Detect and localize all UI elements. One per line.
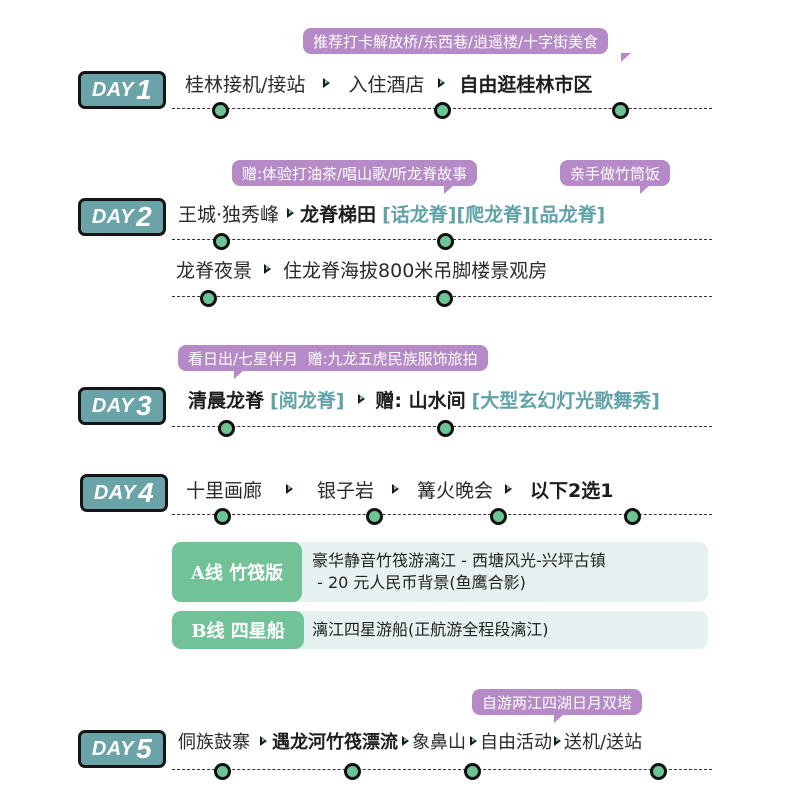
timeline-dot (434, 102, 451, 119)
timeline-dot (437, 233, 454, 250)
badge-number: 3 (136, 390, 153, 421)
play-arrow-icon (287, 208, 295, 218)
tip-bubble: 自游两江四湖日月双塔 (472, 689, 643, 723)
play-arrow-icon (264, 264, 272, 274)
tip-text: 自游两江四湖日月双塔 (482, 693, 633, 712)
option-b-description: 漓江四星游船(正航游全程段漓江) (290, 611, 708, 649)
stop: 龙脊梯田 (300, 203, 377, 226)
timeline-dot (200, 290, 217, 307)
stop: 自由逛桂林市区 (459, 73, 593, 96)
bubble-tail (554, 714, 564, 723)
timeline-dashed-line (172, 769, 712, 770)
stop: 侗族鼓寨 (178, 732, 250, 753)
stop: 清晨龙脊 (188, 389, 265, 412)
play-arrow-icon (323, 78, 331, 88)
play-arrow-icon (402, 736, 409, 746)
tip-bubble: 赠:体验打油茶/唱山歌/听龙脊故事 (232, 160, 478, 194)
highlight-tag: [阅龙脊] (270, 389, 345, 412)
stop: 桂林接机/接站 (185, 73, 306, 96)
timeline-dot (212, 102, 229, 119)
play-arrow-icon (286, 484, 294, 494)
timeline-dot (650, 763, 667, 780)
bubble-tail (640, 185, 650, 194)
stop: 篝火晚会 (417, 479, 494, 502)
stop: 送机/送站 (564, 732, 643, 753)
timeline-dot (213, 233, 230, 250)
highlight-tag: [话龙脊] (382, 203, 457, 226)
itinerary-row: 桂林接机/接站 入住酒店 自由逛桂林市区 (185, 68, 592, 98)
badge-number: 5 (136, 733, 153, 764)
stop: 十里画廊 (186, 479, 263, 502)
play-arrow-icon (438, 78, 446, 88)
highlight-tag: [大型玄幻灯光歌舞秀] (471, 389, 660, 412)
tip-text: 推荐打卡解放桥/东西巷/逍遥楼/十字街美食 (313, 32, 599, 51)
option-text: - 20 元人民币背景(鱼鹰合影) (312, 573, 526, 592)
option-a-label: A线 竹筏版 (172, 542, 302, 602)
play-arrow-icon (470, 736, 477, 746)
bubble-tail (234, 370, 244, 379)
stop: 遇龙河竹筏漂流 (272, 732, 398, 753)
stop: 入住酒店 (348, 73, 425, 96)
option-label-text: A线 竹筏版 (190, 563, 284, 584)
itinerary-row: 龙脊夜景 住龙脊海拔800米吊脚楼景观房 (176, 254, 547, 284)
timeline-dot (344, 763, 361, 780)
stop: 赠: 山水间 (375, 389, 466, 412)
play-arrow-icon (358, 394, 366, 404)
timeline-dot (612, 102, 629, 119)
timeline-dot (490, 508, 507, 525)
play-arrow-icon (260, 736, 267, 746)
tip-text: 看日出/七星伴月 赠:九龙五虎民族服饰旅拍 (188, 349, 478, 368)
badge-prefix: DAY (91, 78, 135, 101)
timeline-dot (214, 763, 231, 780)
badge-number: 1 (136, 74, 153, 105)
stop: 住龙脊海拔800米吊脚楼景观房 (283, 259, 548, 282)
highlight-tag: [品龙脊] (530, 203, 606, 226)
tip-bubble: 看日出/七星伴月 赠:九龙五虎民族服饰旅拍 (178, 345, 488, 379)
play-arrow-icon (554, 736, 561, 746)
timeline-dot (218, 420, 235, 437)
timeline-dot (366, 508, 383, 525)
tip-bubble: 推荐打卡解放桥/东西巷/逍遥楼/十字街美食 (303, 28, 631, 62)
option-text: 漓江四星游船(正航游全程段漓江) (312, 620, 549, 639)
option-a-description: 豪华静音竹筏游漓江 - 西塘风光-兴坪古镇 - 20 元人民币背景(鱼鹰合影) (290, 542, 708, 602)
badge-prefix: DAY (91, 394, 135, 417)
bubble-tail (444, 185, 454, 194)
itinerary-row: 王城·独秀峰 龙脊梯田 [话龙脊] [爬龙脊] [品龙脊] (178, 198, 605, 228)
badge-prefix: DAY (91, 205, 135, 228)
stop: 自由活动 (480, 732, 552, 753)
option-b-label: B线 四星船 (172, 611, 304, 649)
stop: 王城·独秀峰 (178, 203, 280, 226)
badge-prefix: DAY (93, 481, 137, 504)
option-label-text: B线 四星船 (191, 621, 285, 642)
badge-number: 2 (136, 201, 153, 232)
tip-text: 亲手做竹筒饭 (570, 164, 661, 183)
bubble-tail (621, 53, 631, 62)
timeline-dot (624, 508, 641, 525)
stop: 象鼻山 (412, 732, 466, 753)
timeline-dot (437, 420, 454, 437)
stop: 银子岩 (317, 479, 375, 502)
itinerary-row: 清晨龙脊 [阅龙脊] 赠: 山水间 [大型玄幻灯光歌舞秀] (188, 384, 660, 414)
badge-number: 4 (138, 477, 155, 508)
tip-bubble: 亲手做竹筒饭 (560, 160, 671, 194)
play-arrow-icon (505, 484, 513, 494)
badge-prefix: DAY (91, 737, 135, 760)
tip-text: 赠:体验打油茶/唱山歌/听龙脊故事 (242, 164, 468, 183)
play-arrow-icon (392, 484, 400, 494)
itinerary-row: 侗族鼓寨 遇龙河竹筏漂流 象鼻山 自由活动 送机/送站 (178, 726, 642, 756)
timeline-dashed-line (172, 514, 712, 515)
option-text: 豪华静音竹筏游漓江 - 西塘风光-兴坪古镇 (312, 551, 606, 570)
timeline-dot (436, 290, 453, 307)
highlight-tag: [爬龙脊] (456, 203, 531, 226)
itinerary-row: 十里画廊 银子岩 篝火晚会 以下2选1 (186, 474, 614, 504)
timeline-dot (214, 508, 231, 525)
stop: 以下2选1 (530, 479, 614, 502)
timeline-dot (464, 763, 481, 780)
stop: 龙脊夜景 (176, 259, 253, 282)
